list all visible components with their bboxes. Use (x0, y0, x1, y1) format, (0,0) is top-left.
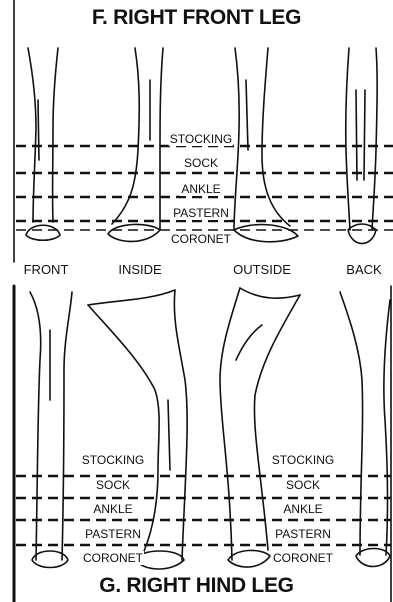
hind-right-label-sock: SOCK (285, 478, 321, 492)
hind-left-label-ankle: ANKLE (92, 502, 133, 516)
hind-right-label-coronet: CORONET (272, 551, 334, 565)
hind-leg-front-view (30, 292, 72, 568)
front-label-pastern: PASTERN (172, 206, 230, 220)
hind-left-label-coronet: CORONET (82, 551, 144, 565)
hind-right-label-ankle: ANKLE (282, 502, 323, 516)
view-label-outside: OUTSIDE (233, 262, 291, 277)
hind-right-label-pastern: PASTERN (274, 527, 332, 541)
hind-left-label-sock: SOCK (95, 478, 131, 492)
front-label-sock: SOCK (183, 156, 219, 170)
front-label-coronet: CORONET (170, 232, 232, 246)
hind-left-label-stocking: STOCKING (81, 453, 145, 467)
hind-right-label-stocking: STOCKING (271, 453, 335, 467)
hind-leg-title: G. RIGHT HIND LEG (0, 574, 393, 598)
view-label-back: BACK (346, 262, 381, 277)
hind-leg-outside-view (220, 288, 300, 567)
front-leg-front-view (26, 48, 60, 240)
front-leg-inside-view (108, 48, 163, 241)
front-label-ankle: ANKLE (180, 182, 221, 196)
hind-leg-back-view (340, 292, 390, 567)
view-label-inside: INSIDE (118, 262, 161, 277)
front-leg-title: F. RIGHT FRONT LEG (0, 6, 393, 30)
hind-left-label-pastern: PASTERN (84, 527, 142, 541)
front-label-stocking: STOCKING (169, 132, 233, 146)
view-label-front: FRONT (24, 262, 69, 277)
